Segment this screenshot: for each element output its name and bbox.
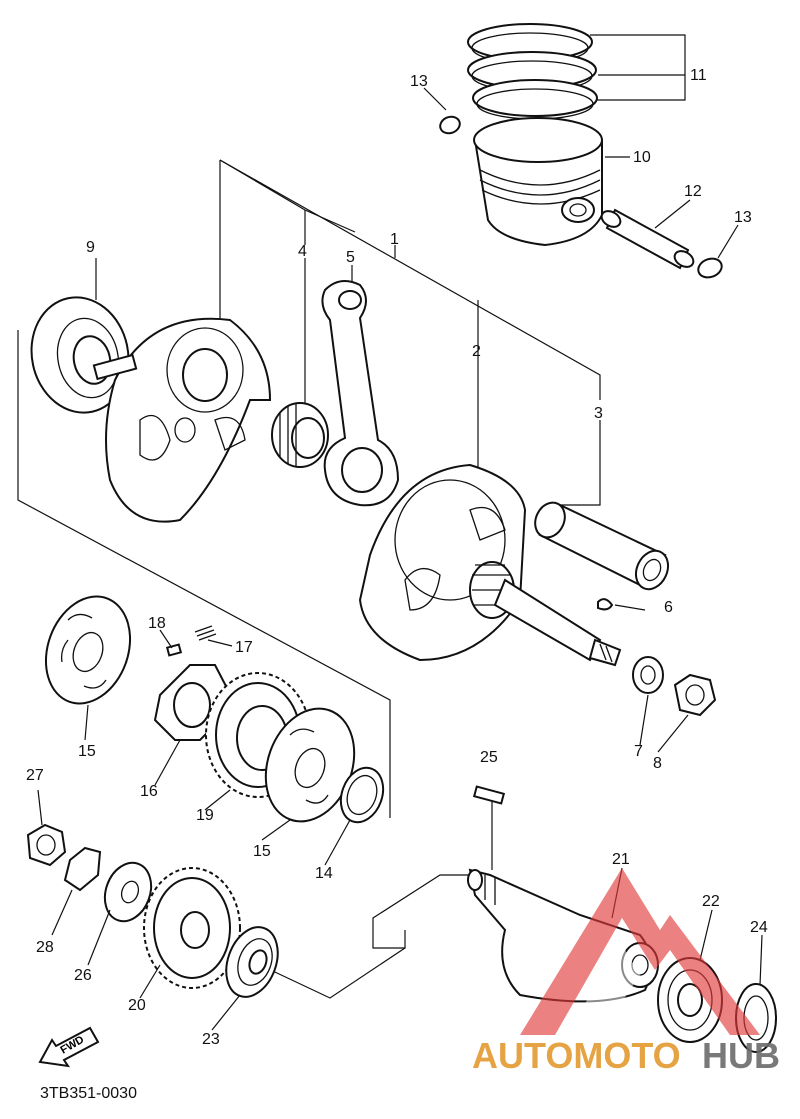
callout-28: 28 bbox=[36, 939, 54, 956]
washer-14 bbox=[339, 766, 385, 824]
piston-rings bbox=[467, 23, 598, 120]
callout-19: 19 bbox=[196, 807, 214, 824]
callout-25: 25 bbox=[480, 749, 498, 766]
callout-23: 23 bbox=[202, 1031, 220, 1048]
forward-arrow-icon: FWD bbox=[38, 1026, 100, 1068]
callout-11: 11 bbox=[690, 67, 707, 84]
callout-26: 26 bbox=[74, 967, 92, 984]
callout-labels: 1 2 3 4 5 6 7 8 9 10 11 12 13 13 14 15 1… bbox=[26, 67, 768, 1048]
piston bbox=[473, 117, 603, 247]
callout-6: 6 bbox=[664, 599, 673, 616]
circlip-right bbox=[697, 257, 723, 279]
callout-10: 10 bbox=[633, 149, 651, 166]
callout-20: 20 bbox=[128, 997, 146, 1014]
callout-5: 5 bbox=[346, 249, 355, 266]
circlip-left bbox=[439, 115, 461, 135]
assembly-bracket-lines bbox=[17, 34, 686, 999]
watermark-text-a: AUTOMOTO bbox=[472, 1035, 681, 1076]
callout-17: 17 bbox=[235, 639, 253, 656]
plate-15-upper bbox=[44, 595, 132, 705]
callout-8: 8 bbox=[653, 755, 662, 772]
callout-1: 1 bbox=[390, 231, 399, 248]
callout-15-upper: 15 bbox=[78, 743, 96, 760]
key-25 bbox=[472, 785, 506, 805]
nut-8 bbox=[673, 673, 717, 717]
lock-washer-28 bbox=[63, 846, 102, 892]
callout-21: 21 bbox=[612, 851, 630, 868]
callout-leaders bbox=[37, 87, 763, 1031]
connecting-rod-5 bbox=[321, 280, 400, 507]
gear-20 bbox=[143, 867, 241, 989]
callout-2: 2 bbox=[472, 343, 481, 360]
piston-pin bbox=[600, 208, 695, 270]
callout-14: 14 bbox=[315, 865, 333, 882]
callout-24: 24 bbox=[750, 919, 768, 936]
callout-7: 7 bbox=[634, 743, 643, 760]
watermark-text-b: HUB bbox=[702, 1035, 780, 1076]
nut-27 bbox=[26, 823, 67, 867]
pin-18 bbox=[165, 643, 183, 657]
callout-22: 22 bbox=[702, 893, 720, 910]
callout-13-top: 13 bbox=[410, 73, 428, 90]
needle-bearing-4 bbox=[271, 402, 329, 468]
crank-pin-3 bbox=[534, 501, 670, 591]
callout-15-lower: 15 bbox=[253, 843, 271, 860]
key-6 bbox=[597, 598, 614, 611]
callout-16: 16 bbox=[140, 783, 158, 800]
callout-13-right: 13 bbox=[734, 209, 752, 226]
callout-27: 27 bbox=[26, 767, 44, 784]
callout-18: 18 bbox=[148, 615, 166, 632]
plate-26 bbox=[103, 861, 153, 923]
spring-17 bbox=[194, 625, 217, 641]
callout-12: 12 bbox=[684, 183, 702, 200]
callout-9: 9 bbox=[86, 239, 95, 256]
watermark-logo bbox=[520, 868, 760, 1035]
crank-wheel-right bbox=[358, 463, 622, 667]
diagram-code: 3TB351-0030 bbox=[40, 1085, 137, 1102]
callout-4: 4 bbox=[298, 243, 307, 260]
callout-3: 3 bbox=[594, 405, 603, 422]
washer-7 bbox=[632, 656, 664, 694]
crank-wheel-left bbox=[92, 317, 272, 523]
